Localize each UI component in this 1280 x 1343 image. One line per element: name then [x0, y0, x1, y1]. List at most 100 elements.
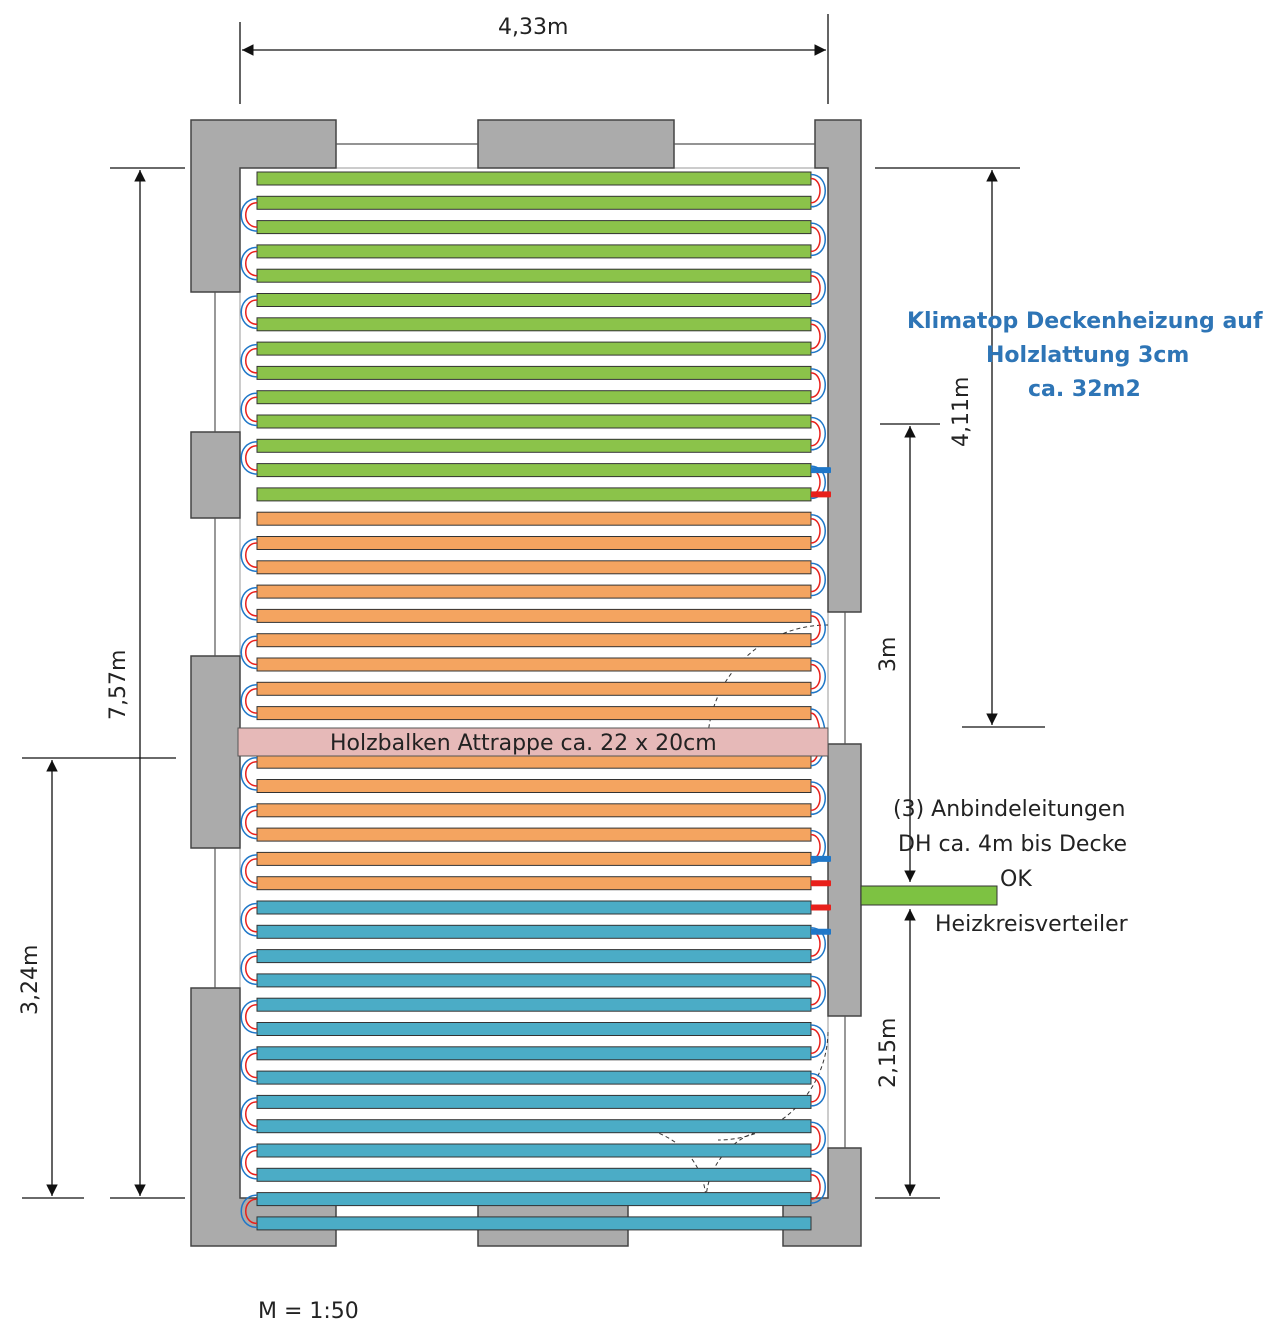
- supply-loop: [245, 858, 258, 884]
- return-loop: [240, 1145, 258, 1180]
- return-loop: [240, 854, 258, 888]
- return-loop: [240, 198, 258, 232]
- heating-panel-middle: [256, 584, 812, 599]
- supply-loop: [245, 590, 258, 617]
- heating-panel-upper: [256, 317, 812, 332]
- return-connection: [811, 467, 831, 474]
- return-loop: [810, 513, 826, 548]
- heating-panel-upper: [256, 293, 812, 307]
- heating-panel-middle: [256, 706, 812, 721]
- heating-panel-lower: [256, 900, 812, 915]
- return-loop: [810, 222, 826, 257]
- heating-panel-lower: [256, 973, 812, 988]
- return-loop: [810, 611, 826, 645]
- heating-panel-middle: [256, 754, 812, 769]
- supply-loop: [810, 1125, 821, 1152]
- heating-panel-middle: [256, 608, 812, 623]
- return-loop: [240, 902, 258, 937]
- return-loop: [810, 368, 826, 402]
- heating-panels: [256, 171, 812, 1231]
- supply-connection: [811, 491, 831, 498]
- supply-loop: [245, 906, 258, 933]
- heating-panel-upper: [256, 414, 812, 429]
- wall-top-left: [190, 119, 337, 293]
- return-loop: [810, 1170, 826, 1204]
- heating-panel-middle: [256, 657, 812, 672]
- heating-panel-upper: [256, 268, 812, 283]
- dimension-height-total: [110, 167, 185, 1199]
- return-loop: [240, 805, 258, 840]
- wall-right-middle: [827, 743, 862, 1017]
- system-note-line3: ca. 32m2: [1028, 377, 1141, 402]
- supply-loop: [810, 663, 821, 690]
- heating-panel-upper: [256, 438, 812, 453]
- return-loop: [810, 781, 826, 816]
- heating-panel-middle: [256, 633, 812, 648]
- heating-panel-middle: [256, 851, 812, 866]
- supply-loop: [810, 615, 821, 641]
- return-loop: [240, 951, 258, 986]
- heating-panel-lower: [256, 1022, 812, 1036]
- dimension-height-lower-label: 3,24m: [18, 945, 43, 1015]
- return-loop: [810, 562, 826, 597]
- wall-left-pier-1: [190, 431, 241, 519]
- supply-loop: [810, 517, 821, 544]
- return-loop: [810, 1024, 826, 1059]
- supply-loop: [810, 979, 821, 1006]
- dimension-right-lower-label: 2,15m: [876, 1018, 901, 1088]
- dimension-width: [239, 14, 829, 104]
- supply-loop: [810, 226, 821, 253]
- return-loop: [810, 829, 826, 864]
- heating-panel-upper: [256, 487, 812, 502]
- return-loop: [240, 999, 258, 1034]
- heating-panel-middle: [256, 779, 812, 793]
- heating-panel-upper: [256, 365, 812, 380]
- dimension-right-lower: [875, 909, 940, 1199]
- supply-loop: [245, 1052, 258, 1079]
- return-loop: [810, 1072, 826, 1107]
- supply-loop: [245, 760, 258, 787]
- supply-loop: [245, 396, 258, 423]
- heating-panel-lower: [256, 1167, 812, 1182]
- return-loop: [810, 927, 826, 961]
- supply-loop: [810, 785, 821, 812]
- heating-panel-upper: [256, 195, 812, 210]
- return-loop: [810, 416, 826, 451]
- heating-panel-lower: [256, 1192, 812, 1207]
- wall-left-pier-2: [190, 655, 241, 849]
- scale-label: M = 1:50: [258, 1299, 359, 1324]
- beam-label: Holzbalken Attrappe ca. 22 x 20cm: [330, 731, 717, 756]
- heating-panel-lower: [256, 1046, 812, 1061]
- dimension-right-middle: [880, 423, 940, 882]
- supply-loop: [245, 347, 258, 374]
- supply-loop: [810, 323, 821, 350]
- return-connection: [811, 855, 831, 862]
- heating-panel-lower: [256, 949, 812, 964]
- return-loop: [240, 295, 258, 330]
- supply-loop: [810, 1174, 821, 1200]
- heating-distributor: [860, 885, 998, 906]
- heating-panel-upper: [256, 171, 812, 186]
- supply-loop: [245, 1149, 258, 1176]
- heating-panel-lower: [256, 1143, 812, 1158]
- heating-panel-middle: [256, 681, 812, 696]
- return-loop: [810, 319, 826, 354]
- supply-loop: [245, 1003, 258, 1030]
- supply-loop: [245, 445, 258, 471]
- heating-panel-lower: [256, 1070, 812, 1085]
- heating-panel-upper: [256, 244, 812, 259]
- heating-panel-upper: [256, 341, 812, 356]
- return-loop: [240, 1048, 258, 1083]
- supply-loop: [810, 1076, 821, 1103]
- heating-panel-middle: [256, 560, 812, 575]
- wall-top-right: [814, 119, 862, 613]
- supply-loop: [245, 688, 258, 714]
- supply-note-line2: DH ca. 4m bis Decke: [898, 832, 1127, 857]
- wall-top-middle: [477, 119, 675, 169]
- supply-loop: [810, 566, 821, 593]
- heating-panel-lower: [256, 1216, 812, 1231]
- supply-loop: [810, 274, 821, 301]
- heating-panel-lower: [256, 1119, 812, 1134]
- return-loop: [810, 975, 826, 1010]
